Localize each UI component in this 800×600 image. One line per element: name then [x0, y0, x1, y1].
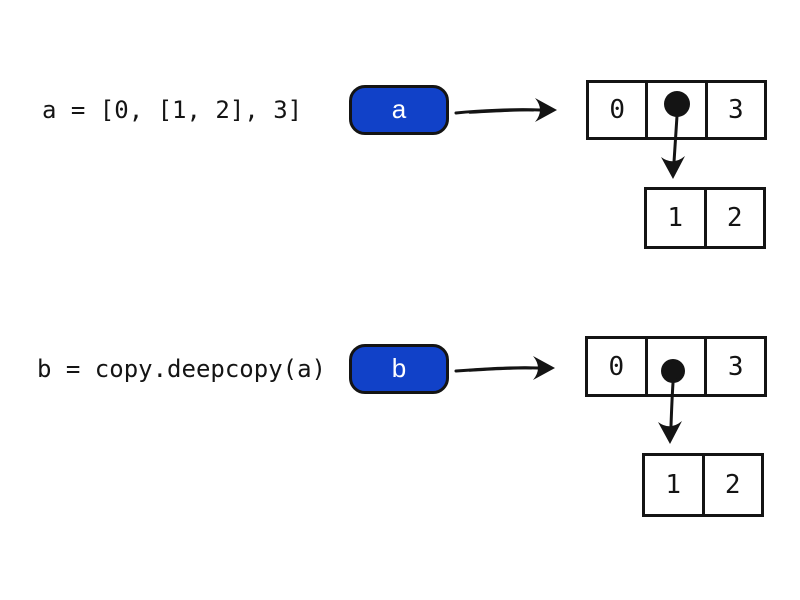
sublist-a-cell-1: 2 — [726, 203, 743, 233]
list-b-cell-2: 3 — [727, 351, 744, 382]
variable-label-b: b — [391, 353, 407, 383]
sublist-box-b: 1 2 — [642, 453, 764, 517]
list-box-b: 0 3 — [585, 336, 767, 397]
list-a-cell-pointer — [648, 83, 708, 137]
right-arrow-icon-a — [454, 98, 557, 122]
list-a-cell-2: 3 — [727, 95, 744, 125]
list-a-cell-0: 0 — [589, 83, 649, 137]
list-b-cell-pointer — [648, 339, 708, 394]
list-box-a: 0 3 — [586, 80, 767, 140]
variable-label-a: a — [391, 94, 407, 124]
right-arrow-icon-b — [454, 356, 555, 380]
code-line-b: b = copy.deepcopy(a) — [37, 355, 326, 383]
sublist-box-a: 1 2 — [644, 187, 766, 249]
sublist-b-cell-0: 1 — [645, 456, 705, 514]
sublist-b-cell-1: 2 — [724, 470, 741, 500]
variable-box-b: b — [349, 344, 449, 394]
code-line-a: a = [0, [1, 2], 3] — [42, 96, 303, 124]
sublist-a-cell-0: 1 — [647, 190, 707, 246]
list-b-cell-0: 0 — [588, 339, 648, 394]
variable-box-a: a — [349, 85, 449, 135]
